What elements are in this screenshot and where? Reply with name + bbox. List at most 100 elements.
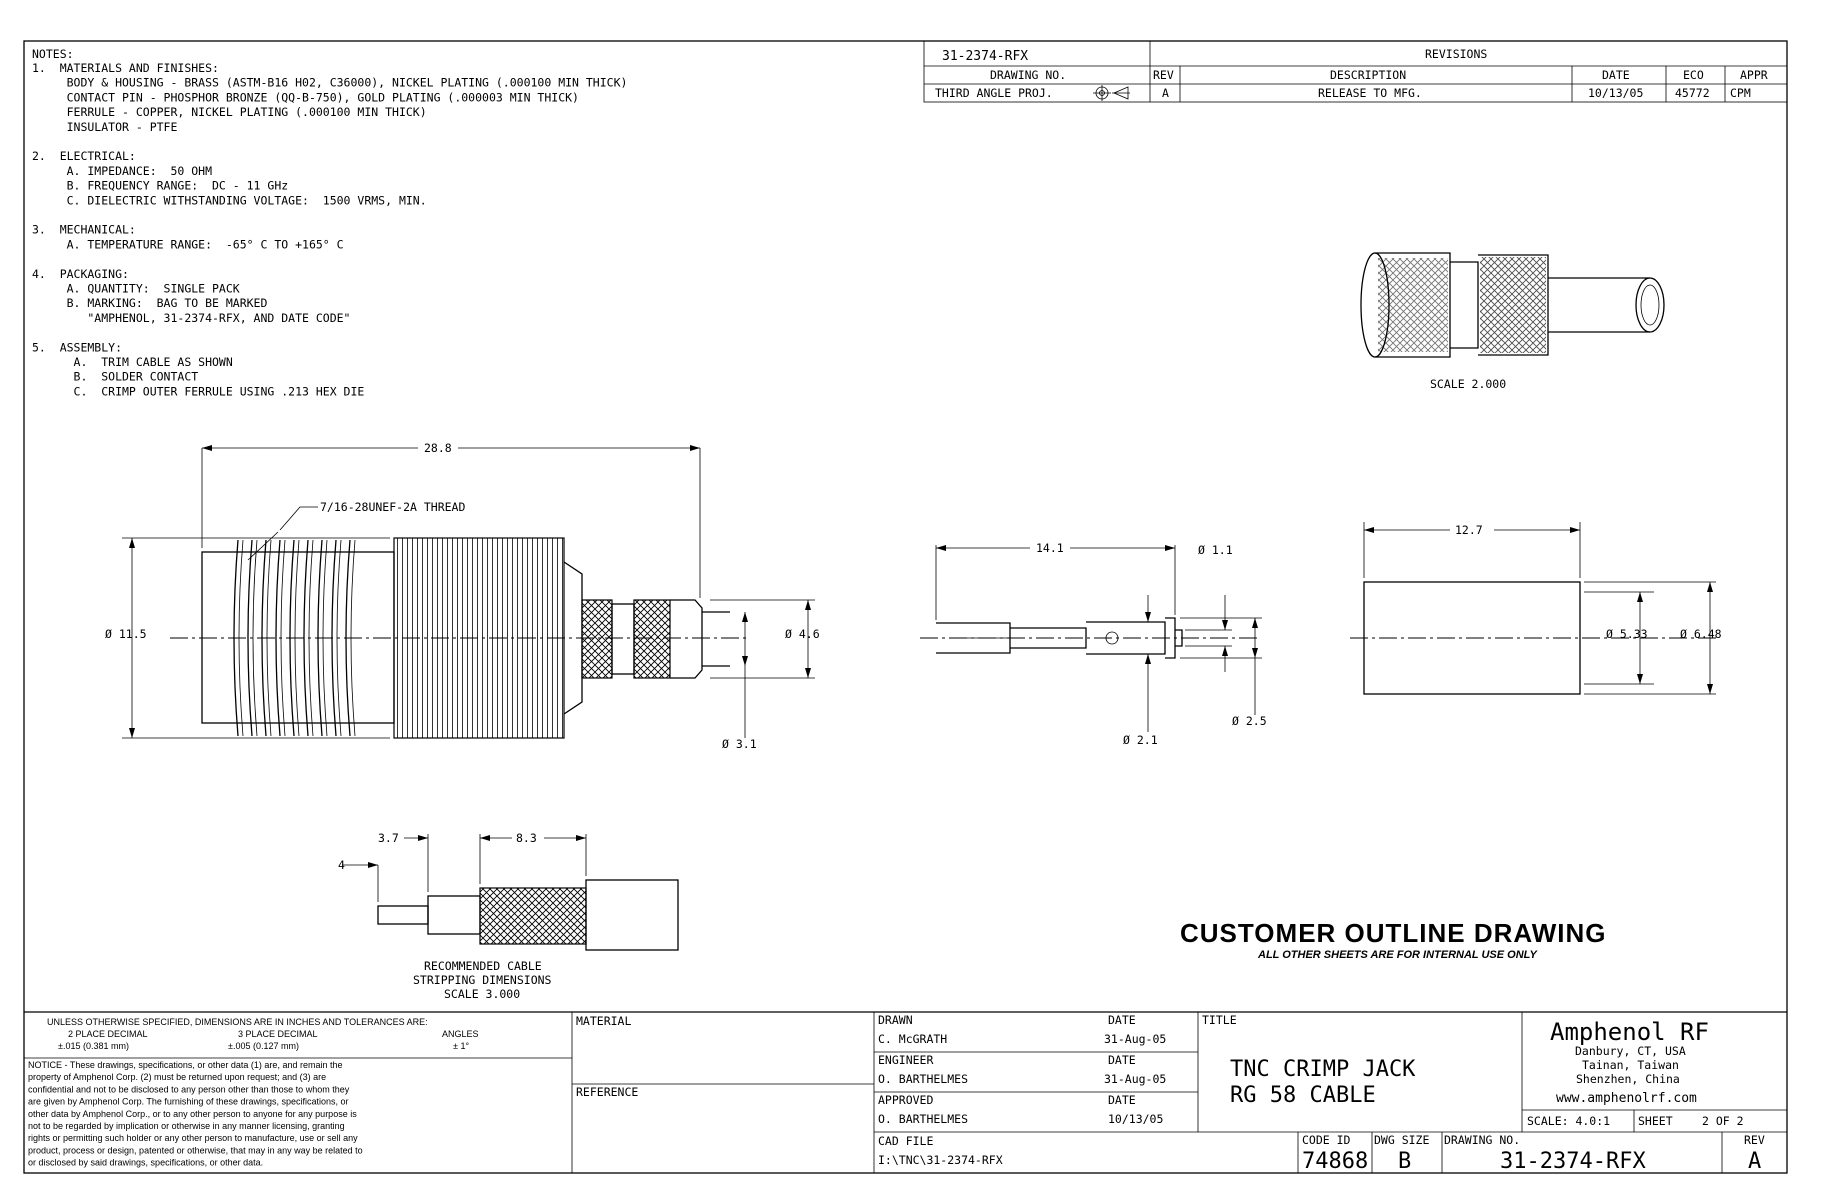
pin-length-dim: 14.1 bbox=[1036, 541, 1064, 555]
date-col-header: DATE bbox=[1602, 68, 1630, 82]
approved-date-label: DATE bbox=[1108, 1093, 1136, 1107]
contact-pin-view: 14.1 Ø 1.1 Ø 2.5 Ø 2.1 bbox=[920, 541, 1267, 747]
notice-line: rights or permitting such holder or any … bbox=[28, 1133, 358, 1143]
pin-tip-diameter-dim: Ø 1.1 bbox=[1198, 543, 1233, 557]
approved-date: 10/13/05 bbox=[1108, 1112, 1163, 1126]
reference-label: REFERENCE bbox=[576, 1085, 638, 1099]
approved-label: APPROVED bbox=[878, 1093, 933, 1107]
notice-line: confidential and not to be disclosed to … bbox=[28, 1084, 350, 1094]
drawn-by: C. McGRATH bbox=[878, 1032, 947, 1046]
sleeve-length-dim: 12.7 bbox=[1455, 523, 1483, 537]
sleeve-inner-diameter-dim: Ø 5.33 bbox=[1606, 627, 1648, 641]
thread-crest bbox=[289, 539, 295, 737]
appr-cell: CPM bbox=[1730, 86, 1751, 100]
drawn-label: DRAWN bbox=[878, 1013, 913, 1027]
notes-line: C. DIELECTRIC WITHSTANDING VOLTAGE: 1500… bbox=[32, 193, 427, 207]
thread-crest bbox=[331, 539, 337, 737]
strip-caption-1: RECOMMENDED CABLE bbox=[424, 959, 542, 973]
eco-cell: 45772 bbox=[1675, 86, 1710, 100]
tol-3place-value: ±.005 (0.127 mm) bbox=[228, 1041, 299, 1051]
appr-col-header: APPR bbox=[1740, 68, 1768, 82]
main-side-view: 7/16-28UNEF-2A THREAD 28.8 Ø 11.5 Ø 4.6 … bbox=[105, 441, 820, 751]
notes-line: "AMPHENOL, 31-2374-RFX, AND DATE CODE" bbox=[32, 311, 351, 325]
thread-root bbox=[350, 539, 356, 737]
thread-lines bbox=[233, 539, 356, 737]
notes-line: B. MARKING: BAG TO BE MARKED bbox=[32, 296, 267, 310]
notes-line: 2. ELECTRICAL: bbox=[32, 149, 136, 163]
customer-outline-banner: CUSTOMER OUTLINE DRAWING bbox=[1180, 918, 1607, 948]
tol-3place-label: 3 PLACE DECIMAL bbox=[238, 1029, 318, 1039]
notes-line: A. IMPEDANCE: 50 OHM bbox=[32, 164, 212, 178]
engineer-date-label: DATE bbox=[1108, 1053, 1136, 1067]
bottom-drawing-no-label: DRAWING NO. bbox=[1444, 1133, 1520, 1147]
bottom-rev-value: A bbox=[1748, 1149, 1761, 1174]
engineer-label: ENGINEER bbox=[878, 1053, 933, 1067]
top-drawing-no: 31-2374-RFX bbox=[942, 49, 1028, 64]
location-tainan: Tainan, Taiwan bbox=[1582, 1058, 1679, 1072]
code-id-value: 74868 bbox=[1302, 1149, 1368, 1174]
notes-line: C. CRIMP OUTER FERRULE USING .213 HEX DI… bbox=[32, 384, 364, 398]
notes-line: 1. MATERIALS AND FINISHES: bbox=[32, 61, 219, 75]
thread-root bbox=[336, 539, 342, 737]
tol-2place-label: 2 PLACE DECIMAL bbox=[68, 1029, 148, 1039]
drawn-date: 31-Aug-05 bbox=[1104, 1032, 1166, 1046]
company-name: Amphenol RF bbox=[1550, 1018, 1709, 1046]
isometric-view: SCALE 2.000 bbox=[1360, 252, 1665, 391]
notes-line: FERRULE - COPPER, NICKEL PLATING (.00010… bbox=[32, 105, 427, 119]
notes-line: A. TEMPERATURE RANGE: -65° C TO +165° C bbox=[32, 237, 344, 251]
notes-line: BODY & HOUSING - BRASS (ASTM-B16 H02, C3… bbox=[32, 76, 627, 90]
title-label: TITLE bbox=[1202, 1013, 1237, 1027]
thread-root bbox=[238, 539, 244, 737]
date-cell: 10/13/05 bbox=[1588, 86, 1643, 100]
title-line-1: TNC CRIMP JACK bbox=[1230, 1057, 1416, 1082]
tolerance-heading: UNLESS OTHERWISE SPECIFIED, DIMENSIONS A… bbox=[47, 1017, 428, 1027]
thread-crest bbox=[233, 539, 239, 737]
strip-dim-b: 8.3 bbox=[516, 831, 537, 845]
title-block: UNLESS OTHERWISE SPECIFIED, DIMENSIONS A… bbox=[24, 1012, 1787, 1174]
title-line-2: RG 58 CABLE bbox=[1230, 1083, 1376, 1108]
strip-caption-2: STRIPPING DIMENSIONS bbox=[413, 973, 552, 987]
notes-block: NOTES: 1. MATERIALS AND FINISHES: BODY &… bbox=[32, 47, 627, 398]
sleeve-outline bbox=[1363, 581, 1581, 695]
iso-scale-label: SCALE 2.000 bbox=[1430, 377, 1506, 391]
tol-angles-label: ANGLES bbox=[442, 1029, 479, 1039]
description-cell: RELEASE TO MFG. bbox=[1318, 86, 1422, 100]
notes-line: CONTACT PIN - PHOSPHOR BRONZE (QQ-B-750)… bbox=[32, 90, 579, 104]
dwg-size-value: B bbox=[1398, 1149, 1411, 1174]
notes-line: B. FREQUENCY RANGE: DC - 11 GHz bbox=[32, 179, 288, 193]
dwg-size-label: DWG SIZE bbox=[1374, 1133, 1429, 1147]
scale-value: SCALE: 4.0:1 bbox=[1527, 1114, 1610, 1128]
thread-note: 7/16-28UNEF-2A THREAD bbox=[320, 500, 465, 514]
thread-crest bbox=[303, 539, 309, 737]
location-shenzhen: Shenzhen, China bbox=[1576, 1072, 1680, 1086]
tol-2place-value: ±.015 (0.381 mm) bbox=[58, 1041, 129, 1051]
thread-root bbox=[322, 539, 328, 737]
notes-line: B. SOLDER CONTACT bbox=[32, 370, 198, 384]
rev-cell: A bbox=[1162, 86, 1169, 100]
notes-line: 4. PACKAGING: bbox=[32, 267, 129, 281]
coupling-nut bbox=[393, 537, 565, 739]
thread-crest bbox=[247, 539, 253, 737]
thread-root bbox=[266, 539, 272, 737]
body-diameter-dim: Ø 11.5 bbox=[105, 627, 147, 641]
tol-angles-value: ± 1° bbox=[453, 1041, 469, 1051]
thread-crest bbox=[275, 539, 281, 737]
bottom-rev-label: REV bbox=[1744, 1133, 1765, 1147]
pin-body-diameter-dim: Ø 2.1 bbox=[1123, 733, 1158, 747]
notes-lines: 1. MATERIALS AND FINISHES: BODY & HOUSIN… bbox=[32, 61, 627, 398]
strip-dim-c: 4 bbox=[338, 858, 345, 872]
thread-crest bbox=[345, 539, 351, 737]
thread-crest bbox=[261, 539, 267, 737]
notice-line: other data by Amphenol Corp., or to any … bbox=[28, 1109, 357, 1119]
cad-file-path: I:\TNC\31-2374-RFX bbox=[878, 1153, 1003, 1167]
engineer-name: O. BARTHELMES bbox=[878, 1072, 968, 1086]
notes-line: A. TRIM CABLE AS SHOWN bbox=[32, 355, 233, 369]
material-label: MATERIAL bbox=[576, 1014, 631, 1028]
company-website: www.amphenolrf.com bbox=[1556, 1091, 1697, 1106]
thread-root bbox=[280, 539, 286, 737]
thread-root bbox=[294, 539, 300, 737]
bottom-drawing-no: 31-2374-RFX bbox=[1500, 1149, 1646, 1174]
sheet-border bbox=[23, 40, 1788, 1174]
revisions-title: REVISIONS bbox=[1425, 47, 1487, 61]
